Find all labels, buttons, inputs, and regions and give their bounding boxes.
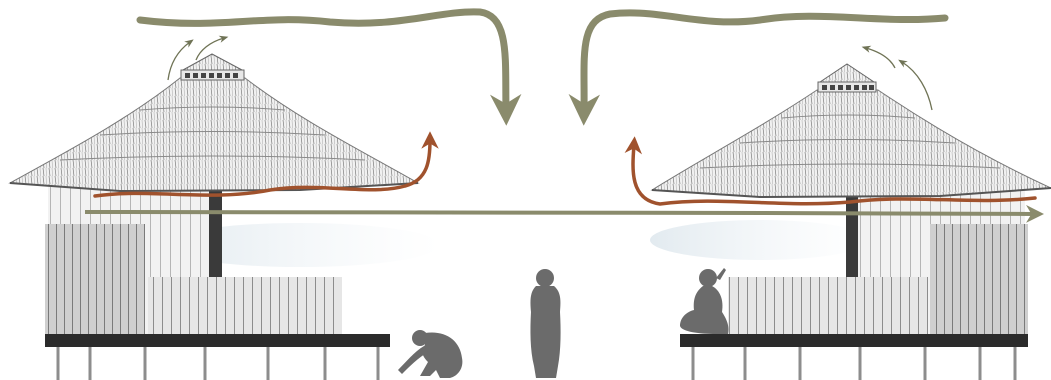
balustrade: [728, 277, 928, 335]
wall-left: [45, 224, 145, 336]
stilts: [693, 347, 1015, 380]
cross-ventilation-arrow: [85, 212, 1035, 214]
balustrade: [148, 277, 342, 335]
raised-deck: [45, 334, 390, 347]
raised-deck: [680, 334, 1028, 347]
wall-right: [930, 224, 1028, 336]
stilts: [58, 347, 378, 380]
person-sitting: [680, 268, 729, 334]
hut-left: [10, 54, 440, 380]
breeze-haze: [650, 220, 870, 260]
roof-vent: [181, 54, 244, 80]
roof-vent: [818, 64, 876, 92]
thatched-roof: [652, 90, 1051, 197]
person-crouching: [398, 330, 462, 378]
thatched-roof: [10, 78, 418, 191]
person-standing: [530, 269, 560, 378]
